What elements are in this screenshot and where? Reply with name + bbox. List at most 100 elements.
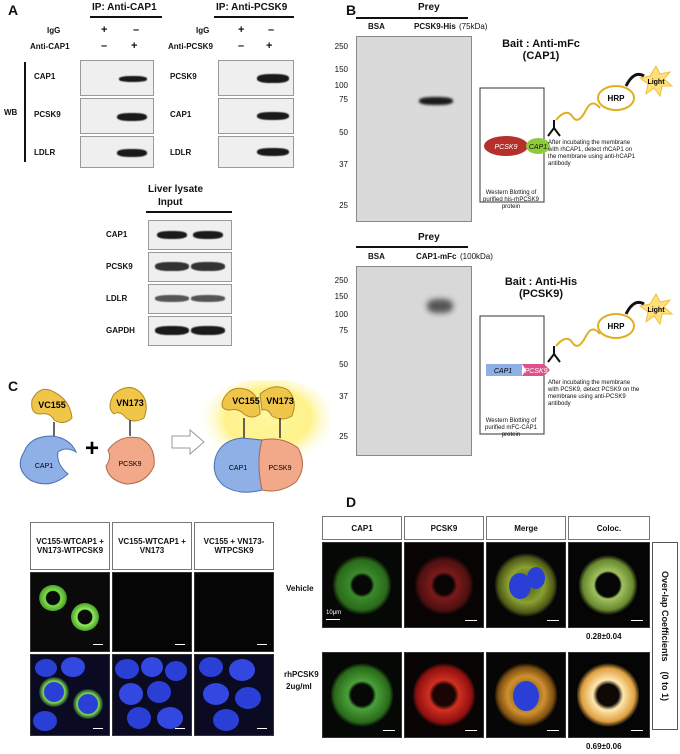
mw-tick: 100: [334, 81, 348, 90]
blot1-ldlr-strip: [80, 136, 154, 168]
light-text: Light: [647, 79, 665, 86]
pcsk9-shape: [522, 364, 550, 376]
blot1-cap1-strip: [80, 60, 154, 96]
row-igg-2: IgG: [196, 26, 210, 35]
rhpcsk9-pcsk9-image: [404, 652, 484, 738]
lysate-pcsk9-strip: [148, 252, 232, 282]
cap1-text: CAP1: [35, 463, 53, 470]
lysate-underline: [146, 211, 232, 213]
mw-tick: 50: [339, 360, 348, 369]
row-anti-cap1: Anti-CAP1: [30, 42, 70, 51]
bait2-line2: (PCSK9): [518, 288, 563, 300]
ip-pcsk9-underline: [214, 16, 294, 18]
cap1-shape: [526, 138, 550, 154]
lysate-row-label: PCSK9: [106, 262, 133, 271]
mw-tick: 50: [339, 128, 348, 137]
pcsk9-text: PCSK9: [495, 144, 518, 151]
bait1-line2: (CAP1): [522, 50, 560, 62]
blot2-row-label: LDLR: [170, 148, 192, 157]
coloc-col-header: Merge: [486, 516, 566, 540]
coloc-value-vehicle: 0.28±0.04: [586, 632, 622, 641]
pcsk9-text: PCSK9: [119, 461, 142, 468]
bifc-green-image-1: [30, 572, 110, 652]
vn173-shape: [109, 387, 147, 422]
prey-title-top: Prey: [418, 2, 440, 13]
lysate-row-label: LDLR: [106, 294, 128, 303]
sign-minus: –: [101, 40, 108, 52]
cap1-shape: [19, 435, 78, 485]
coloc-value-rhpcsk9: 0.69±0.06: [586, 742, 622, 751]
prey-underline-bottom: [356, 246, 468, 248]
hrp-text: HRP: [608, 94, 626, 103]
wb-bracket: [24, 62, 26, 162]
vn173-text: VN173: [266, 396, 294, 406]
blot1-row-label: LDLR: [34, 148, 56, 157]
lane-cap1mfc: CAP1-mFc: [416, 252, 457, 261]
pcsk9-text: PCSK9: [269, 465, 292, 472]
mw-tick: 250: [334, 42, 348, 51]
linker-spring: [555, 328, 601, 347]
blot1-pcsk9-strip: [80, 98, 154, 134]
vn173-shape: [259, 386, 295, 420]
lane-cap1mfc-size: (100kDa): [460, 252, 493, 261]
lane-pcsk9his-size: (75kDa): [459, 22, 488, 31]
lysate-row-label: CAP1: [106, 230, 128, 239]
pcsk9-shape: [105, 436, 155, 485]
note-bottom: After incubating the membrane with PCSK9…: [548, 380, 640, 407]
light-burst-icon: [638, 66, 674, 98]
scale-label: 10μm: [326, 610, 342, 616]
bifc-col-header: VC155-WTCAP1 + VN173: [112, 522, 192, 570]
lane-bsa-bottom: BSA: [368, 252, 385, 261]
bifc-dapi-image-2: [112, 654, 192, 736]
bifc-schematic: VC155 CAP1 + VN173 PCSK9 VC155 VN173 CAP…: [19, 380, 330, 493]
antibody-icon: [547, 120, 561, 137]
ip-cap1-underline: [90, 16, 162, 18]
blot2-pcsk9-strip: [218, 60, 294, 96]
arrow-icon: [171, 428, 205, 456]
mw-tick: 25: [339, 432, 348, 441]
rhpcsk9-merge-image: [486, 652, 566, 738]
vehicle-merge-image: [486, 542, 566, 628]
cap1-shape: [486, 364, 522, 376]
bifc-col-header: VC155 + VN173-WTPCSK9: [194, 522, 274, 570]
bait2-title: Bait : Anti-His (PCSK9): [486, 276, 596, 300]
row-vehicle: Vehicle: [286, 584, 314, 593]
light-text: Light: [647, 307, 665, 314]
coloc-col-header: Coloc.: [568, 516, 650, 540]
vehicle-cap1-image: [322, 542, 402, 628]
wb-note-bottom: Western Blotting of purified mFC-CAP1 pr…: [484, 418, 537, 438]
bifc-green-image-2: [112, 572, 192, 652]
mw-tick: 100: [334, 310, 348, 319]
light-burst-icon: [638, 292, 674, 326]
vc155-text: VC155: [38, 400, 66, 410]
lysate-ldlr-strip: [148, 284, 232, 314]
sign-plus: +: [101, 24, 108, 36]
arrow-icon: [624, 300, 645, 315]
lysate-cap1-strip: [148, 220, 232, 250]
cap1-text: CAP1: [529, 144, 547, 151]
overlap-coeff-box: Over-lap Coefficients (0 to 1): [652, 542, 678, 730]
vn173-text: VN173: [116, 398, 144, 408]
cap1-text: CAP1: [494, 368, 512, 375]
prey-underline-top: [356, 17, 468, 19]
blot2-cap1-strip: [218, 98, 294, 134]
panel-c-label: C: [8, 378, 19, 394]
mw-tick: 37: [339, 160, 348, 169]
lane-bsa-top: BSA: [368, 22, 385, 31]
row-rhpcsk9: rhPCSK9: [284, 670, 319, 679]
hrp-ellipse: [597, 313, 635, 339]
vc155-shape: [31, 388, 73, 424]
note-top: After incubating the membrane with rhCAP…: [548, 140, 636, 167]
overlap-coeff-label: Over-lap Coefficients (0 to 1): [660, 570, 670, 702]
coloc-col-header: PCSK9: [404, 516, 484, 540]
mw-tick: 37: [339, 392, 348, 401]
bifc-green-image-3: [194, 572, 274, 652]
sign-minus: –: [268, 24, 275, 36]
panel-b-label: B: [346, 2, 357, 18]
vehicle-coloc-image: [568, 542, 650, 628]
pcsk9-shape: [484, 136, 528, 156]
mw-tick: 150: [334, 292, 348, 301]
arrow-icon: [624, 72, 645, 87]
prey-title-bottom: Prey: [418, 232, 440, 243]
bifc-col-header: VC155-WTCAP1 + VN173-WTPCSK9: [30, 522, 110, 570]
